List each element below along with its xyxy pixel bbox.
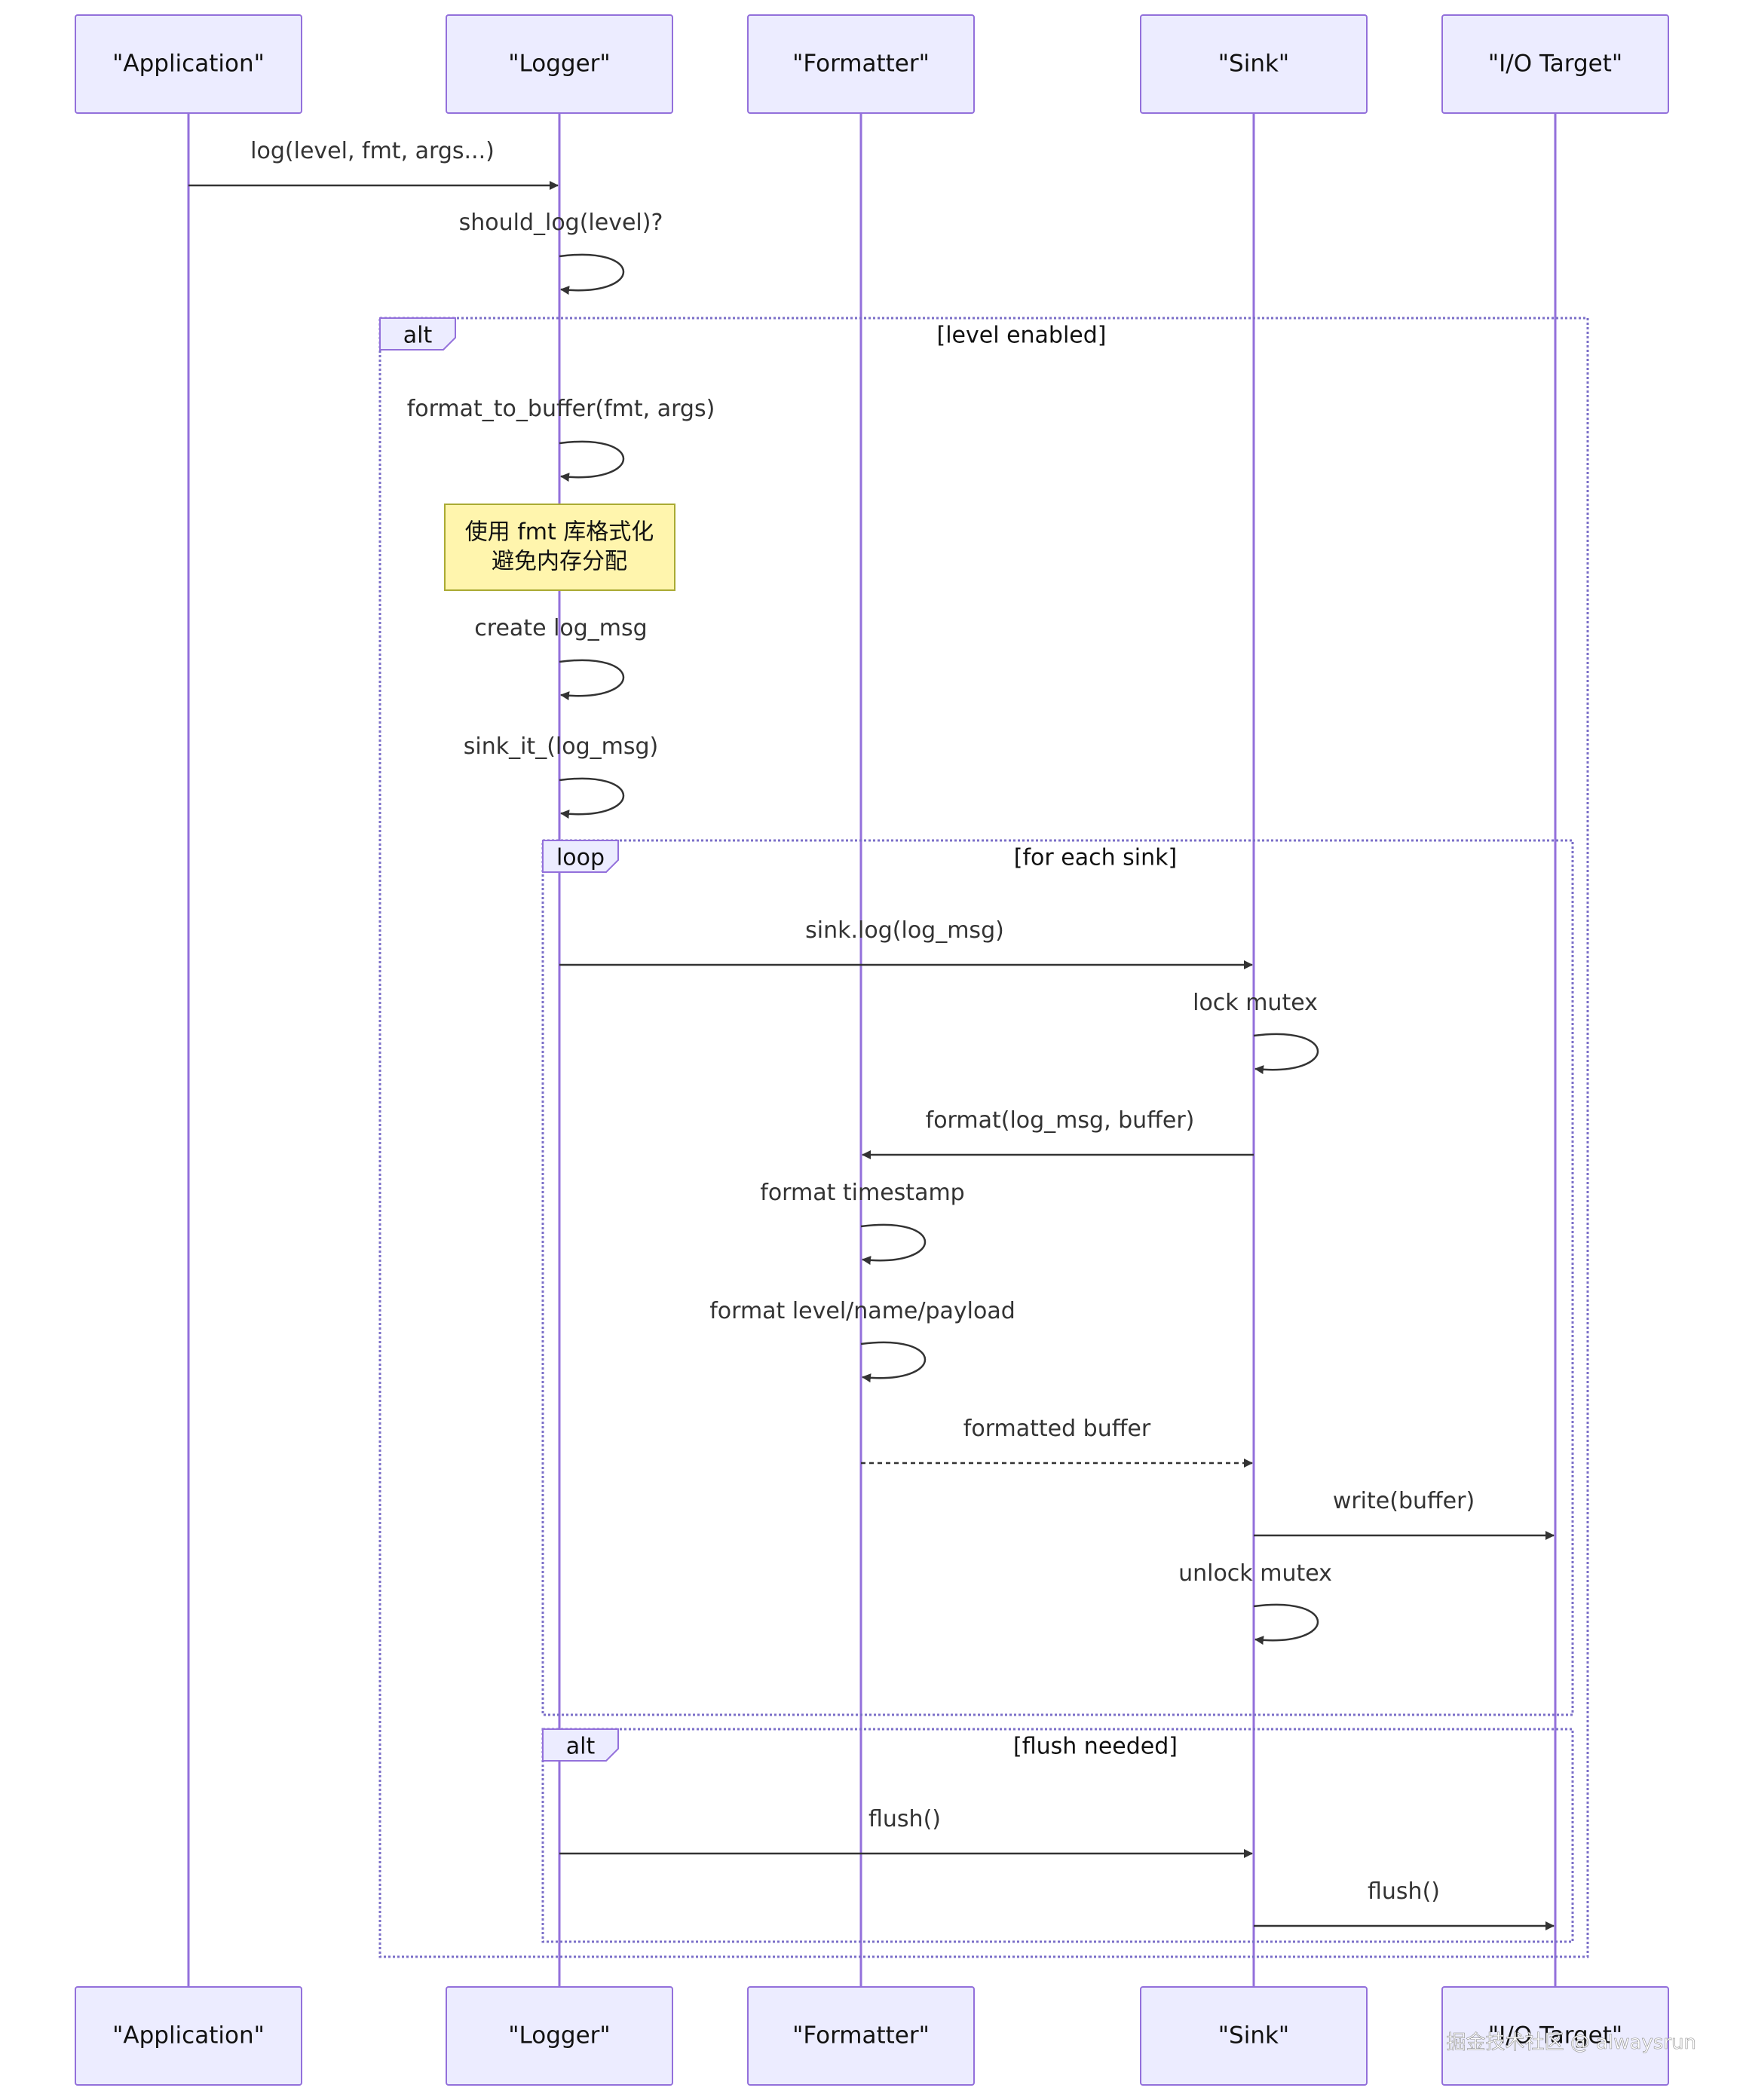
- frame-condition: [for each sink]: [1014, 845, 1177, 871]
- message-label: write(buffer): [1333, 1488, 1475, 1514]
- self-message-arrow: [559, 777, 625, 819]
- actor-formatter-top: "Formatter": [747, 14, 975, 114]
- frame-condition: [level enabled]: [936, 323, 1106, 349]
- message-label: log(level, fmt, args...): [250, 138, 495, 164]
- message-sink-it: sink_it_(log_msg): [464, 733, 659, 819]
- message-log-call: log(level, fmt, args...): [188, 138, 559, 190]
- message-create-log-msg: create log_msg: [474, 615, 648, 701]
- actor-label: "Formatter": [792, 51, 930, 78]
- self-message-arrow: [1253, 1033, 1319, 1075]
- actor-label: "Logger": [508, 51, 610, 78]
- actor-formatter-bottom: "Formatter": [747, 1986, 975, 2086]
- watermark: 掘金技术社区 @ alwaysrun: [1447, 2031, 1696, 2054]
- actor-label: "Formatter": [792, 2022, 930, 2049]
- message-label: flush(): [1368, 1878, 1440, 1905]
- message-label: unlock mutex: [1178, 1560, 1332, 1587]
- message-label: format_to_buffer(fmt, args): [407, 396, 715, 422]
- self-message-arrow: [860, 1341, 927, 1383]
- frame-alt-level-enabled: alt [level enabled]: [378, 317, 1589, 1958]
- actor-label: "Sink": [1218, 2022, 1289, 2049]
- message-flush-sink-io: flush(): [1254, 1878, 1555, 1930]
- message-label: should_log(level)?: [459, 210, 663, 236]
- actor-label: "Logger": [508, 2022, 610, 2049]
- actor-label: "I/O Target": [1488, 51, 1622, 78]
- message-format-level-name-payload: format level/name/payload: [709, 1298, 1015, 1383]
- actor-application-bottom: "Application": [75, 1986, 302, 2086]
- message-format-to-buffer: format_to_buffer(fmt, args): [407, 396, 715, 482]
- actor-logger-bottom: "Logger": [446, 1986, 673, 2086]
- message-should-log: should_log(level)?: [459, 210, 663, 295]
- message-formatted-buffer: formatted buffer: [861, 1416, 1253, 1468]
- frame-condition: [flush needed]: [1013, 1734, 1178, 1760]
- actor-sink-top: "Sink": [1140, 14, 1368, 114]
- message-format-timestamp: format timestamp: [760, 1180, 965, 1266]
- message-label: create log_msg: [474, 615, 647, 641]
- message-label: sink.log(log_msg): [805, 917, 1004, 944]
- actor-sink-bottom: "Sink": [1140, 1986, 1368, 2086]
- message-unlock-mutex: unlock mutex: [1178, 1560, 1332, 1645]
- message-write-buffer: write(buffer): [1254, 1488, 1555, 1540]
- message-label: format timestamp: [760, 1180, 964, 1206]
- frame-loop-each-sink: loop [for each sink]: [541, 839, 1574, 1716]
- message-label: formatted buffer: [963, 1416, 1151, 1442]
- message-lock-mutex: lock mutex: [1193, 990, 1319, 1075]
- actor-logger-top: "Logger": [446, 14, 673, 114]
- actor-label: "Application": [112, 51, 265, 78]
- self-message-arrow: [860, 1223, 927, 1266]
- actor-label: "Application": [112, 2022, 265, 2049]
- actor-application-top: "Application": [75, 14, 302, 114]
- frame-label: alt: [566, 1734, 596, 1760]
- self-message-arrow: [559, 253, 625, 295]
- frame-label: alt: [403, 323, 433, 349]
- message-format-call: format(log_msg, buffer): [862, 1107, 1254, 1159]
- note-fmt-library: 使用 fmt 库格式化 避免内存分配: [444, 504, 675, 591]
- message-label: lock mutex: [1193, 990, 1318, 1016]
- message-sink-log: sink.log(log_msg): [559, 917, 1253, 969]
- message-label: format(log_msg, buffer): [926, 1107, 1195, 1134]
- actor-io-target-bottom: "I/O Target": [1441, 1986, 1669, 2086]
- message-label: format level/name/payload: [709, 1298, 1015, 1324]
- actor-label: "Sink": [1218, 51, 1289, 78]
- note-line: 避免内存分配: [492, 549, 627, 575]
- frame-alt-flush-needed: alt [flush needed]: [541, 1728, 1574, 1943]
- actor-io-target-top: "I/O Target": [1441, 14, 1669, 114]
- self-message-arrow: [1253, 1603, 1319, 1645]
- note-line: 使用 fmt 库格式化: [465, 519, 654, 546]
- message-label: flush(): [868, 1806, 941, 1832]
- frame-label: loop: [556, 845, 605, 871]
- self-message-arrow: [559, 659, 625, 701]
- message-flush-logger-sink: flush(): [559, 1806, 1253, 1858]
- self-message-arrow: [559, 440, 625, 482]
- message-label: sink_it_(log_msg): [464, 733, 659, 760]
- actor-label: "I/O Target": [1488, 2022, 1622, 2049]
